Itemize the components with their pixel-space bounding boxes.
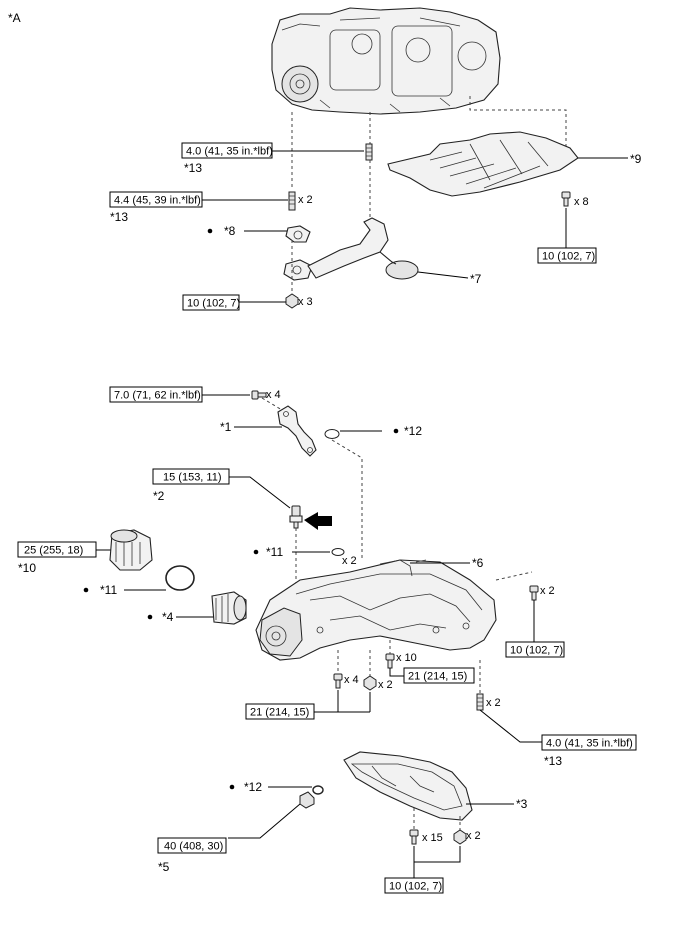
qty-x2-d: x 2 (378, 679, 393, 691)
oil-pan-no2-icon (343, 751, 473, 821)
qty-x2-e: x 2 (486, 697, 501, 709)
part-ref-8: *8 (224, 224, 236, 238)
oil-cooler-bracket-icon (277, 405, 317, 457)
torque-label-13: 10 (102, 7) (389, 881, 442, 893)
bolt-icon (409, 829, 419, 845)
part-ref-12a: *12 (404, 424, 422, 438)
part-ref-10: *10 (18, 561, 36, 575)
engine-block-icon (271, 7, 501, 115)
gasket-icon (285, 225, 311, 243)
qty-x2-b: x 2 (342, 555, 357, 567)
torque-label-5: 7.0 (71, 62 in.*lbf) (114, 390, 201, 402)
qty-x3: x 3 (298, 296, 313, 308)
part-ref-6: *6 (472, 556, 484, 570)
direction-arrow-icon (304, 512, 332, 530)
part-ref-9: *9 (630, 152, 642, 166)
qty-x4-a: x 4 (266, 389, 281, 401)
qty-x4-b: x 4 (344, 674, 359, 686)
stud-bolt-icon (476, 693, 484, 711)
torque-label-7: 25 (255, 18) (24, 545, 83, 557)
oil-filter-cap-icon (109, 529, 153, 571)
torque-label-4: 10 (102, 7) (542, 251, 595, 263)
qty-x2-f: x 2 (466, 830, 481, 842)
bolt-icon (561, 191, 571, 207)
part-ref-1: *1 (220, 420, 232, 434)
bolt-icon (385, 653, 395, 669)
bolt-icon (333, 673, 343, 689)
bolt-icon (251, 390, 267, 400)
bolt-icon (529, 585, 539, 601)
nut-icon (363, 675, 377, 691)
new-part-dot (229, 784, 235, 790)
oil-pressure-switch-icon (289, 505, 303, 529)
new-part-dot (207, 228, 213, 234)
qty-x2-a: x 2 (298, 194, 313, 206)
o-ring-icon (331, 548, 345, 556)
torque-label-1: 4.0 (41, 35 in.*lbf) (186, 146, 273, 158)
oil-pan-icon (255, 559, 497, 661)
part-ref-3: *3 (516, 797, 528, 811)
part-ref-13a: *13 (184, 161, 202, 175)
new-part-dot (83, 587, 89, 593)
stud-bolt-icon (365, 143, 373, 161)
oil-strainer-icon (283, 217, 419, 281)
gasket-icon (312, 785, 324, 795)
torque-label-2: 4.4 (45, 39 in.*lbf) (114, 195, 201, 207)
skid-plate-icon (387, 131, 579, 197)
drain-plug-icon (299, 791, 315, 809)
torque-label-6: 15 (153, 11) (163, 472, 222, 484)
stud-bolt-icon (288, 191, 296, 211)
o-ring-icon (165, 565, 195, 591)
part-ref-13b: *13 (110, 210, 128, 224)
part-ref-12b: *12 (244, 780, 262, 794)
nut-icon (285, 293, 299, 309)
qty-x15: x 15 (422, 832, 443, 844)
oil-filter-element-icon (211, 591, 247, 625)
part-ref-4: *4 (162, 610, 174, 624)
part-ref-11a: *11 (266, 545, 283, 559)
new-part-dot (147, 614, 153, 620)
new-part-dot (393, 428, 399, 434)
qty-x2-c: x 2 (540, 585, 555, 597)
o-ring-icon (324, 429, 340, 439)
nut-icon (453, 829, 467, 845)
new-part-dot (253, 549, 259, 555)
torque-label-8: 21 (214, 15) (250, 707, 309, 719)
part-ref-7: *7 (470, 272, 482, 286)
qty-x10: x 10 (396, 652, 417, 664)
part-ref-5: *5 (158, 860, 170, 874)
figure-label: *A (8, 11, 21, 25)
part-ref-2: *2 (153, 489, 165, 503)
torque-label-11: 4.0 (41, 35 in.*lbf) (546, 738, 633, 750)
qty-x8: x 8 (574, 196, 589, 208)
torque-label-10: 10 (102, 7) (510, 645, 563, 657)
part-ref-13c: *13 (544, 754, 562, 768)
torque-label-12: 40 (408, 30) (164, 841, 223, 853)
torque-label-9: 21 (214, 15) (408, 671, 467, 683)
torque-label-3: 10 (102, 7) (187, 298, 240, 310)
part-ref-11b: *11 (100, 583, 117, 597)
